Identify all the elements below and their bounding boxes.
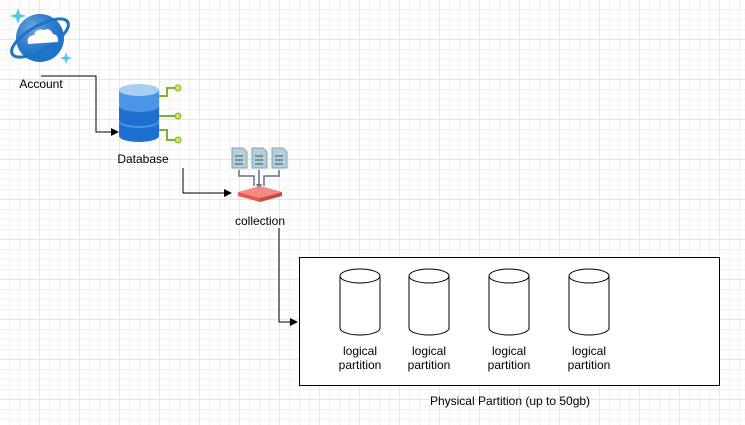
cosmos-db-icon — [10, 8, 72, 64]
logical-partition-label-line1: logical — [571, 344, 607, 358]
logical-partition-cylinder[interactable] — [408, 268, 450, 336]
collection-docs-icon — [231, 147, 288, 202]
account-label: Account — [19, 77, 63, 91]
database-to-collection-edge — [182, 168, 232, 197]
database-stack-icon — [119, 84, 182, 144]
logical-partition-label: logical partition — [554, 344, 624, 372]
logical-partition-cylinder[interactable] — [568, 268, 610, 336]
logical-partition-label-line2: partition — [338, 358, 382, 372]
physical-partition-label: Physical Partition (up to 50gb) — [429, 394, 591, 408]
logical-partition-label: logical partition — [325, 344, 395, 372]
logical-partition-label: logical partition — [394, 344, 464, 372]
logical-partition-label-line1: logical — [342, 344, 378, 358]
logical-partition-cylinder[interactable] — [488, 268, 530, 336]
logical-partition-label-line1: logical — [491, 344, 527, 358]
database-label: Database — [117, 152, 169, 166]
collection-label: collection — [234, 214, 286, 228]
logical-partition-label-line1: logical — [411, 344, 447, 358]
logical-partition-label-line2: partition — [407, 358, 451, 372]
collection-node[interactable] — [230, 146, 290, 206]
collection-to-partition-edge — [278, 228, 298, 326]
logical-partition-label-line2: partition — [487, 358, 531, 372]
logical-partition-label: logical partition — [474, 344, 544, 372]
account-node[interactable] — [6, 4, 76, 74]
account-to-database-edge — [41, 75, 119, 136]
database-node[interactable] — [115, 82, 183, 146]
logical-partition-cylinder[interactable] — [339, 268, 381, 336]
logical-partition-label-line2: partition — [567, 358, 611, 372]
